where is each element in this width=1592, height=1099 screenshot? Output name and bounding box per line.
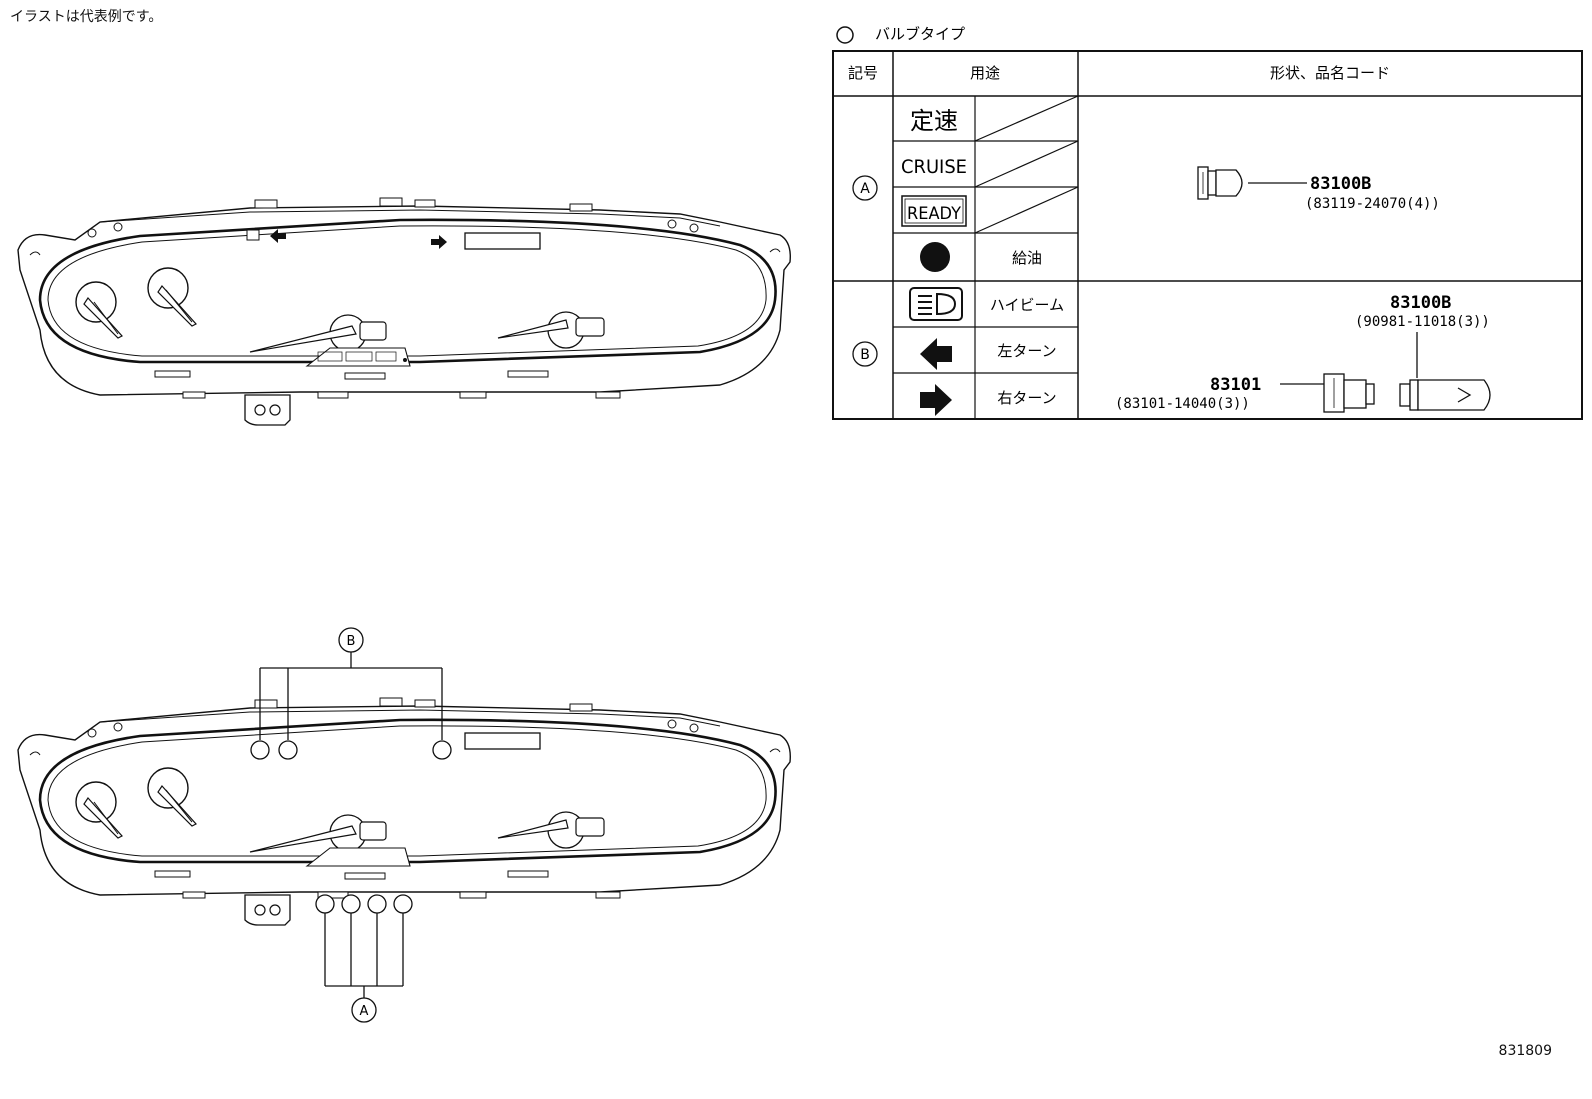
callout-a-label: A [360,1004,369,1019]
part-b2-subcode: (83101-14040(3)) [1115,396,1250,412]
wedge-bulb-b-icon [1399,379,1491,411]
filled-circle-icon [920,242,950,272]
usage-kyuyu: 給油 [1012,249,1042,267]
usage-right-turn: 右ターン [997,389,1056,407]
socket-b-icon [1323,373,1375,413]
part-a-code: 83100B [1310,174,1371,194]
legend-circle-icon [836,26,854,44]
left-arrow-icon [920,338,952,370]
part-b2-code: 83101 [1210,375,1261,395]
callout-b-label: B [347,634,356,649]
right-arrow-icon [920,384,952,416]
ready-box-icon [901,195,967,227]
meter-cluster-top [16,196,792,427]
part-a-subcode: (83119-24070(4)) [1305,196,1440,212]
header-shape-code: 形状、品名コード [1270,64,1390,82]
top-cluster-indicators [246,229,447,362]
part-b1-subcode: (90981-11018(3)) [1355,314,1490,330]
high-beam-icon [909,287,963,321]
ready-boxed-text-icon: READY [907,204,962,224]
wedge-bulb-a-icon [1197,166,1243,200]
group-a-symbol: A [860,181,870,197]
part-b1-code: 83100B [1390,293,1451,313]
header-symbol: 記号 [848,64,878,82]
group-b-symbol: B [860,347,870,363]
figure-number: 831809 [1498,1043,1552,1059]
illustration-note: イラストは代表例です。 [10,9,163,25]
legend-bulb-type-label: バルブタイプ [875,25,965,43]
meter-cluster-bottom [16,696,792,927]
callout-b-group [250,627,452,760]
usage-high-beam: ハイビーム [990,296,1064,314]
header-usage: 用途 [970,64,1000,82]
callout-a-group [315,894,413,1023]
teisoku-text-icon: 定速 [910,107,958,135]
usage-left-turn: 左ターン [997,342,1056,360]
cruise-text-icon: CRUISE [901,156,967,178]
